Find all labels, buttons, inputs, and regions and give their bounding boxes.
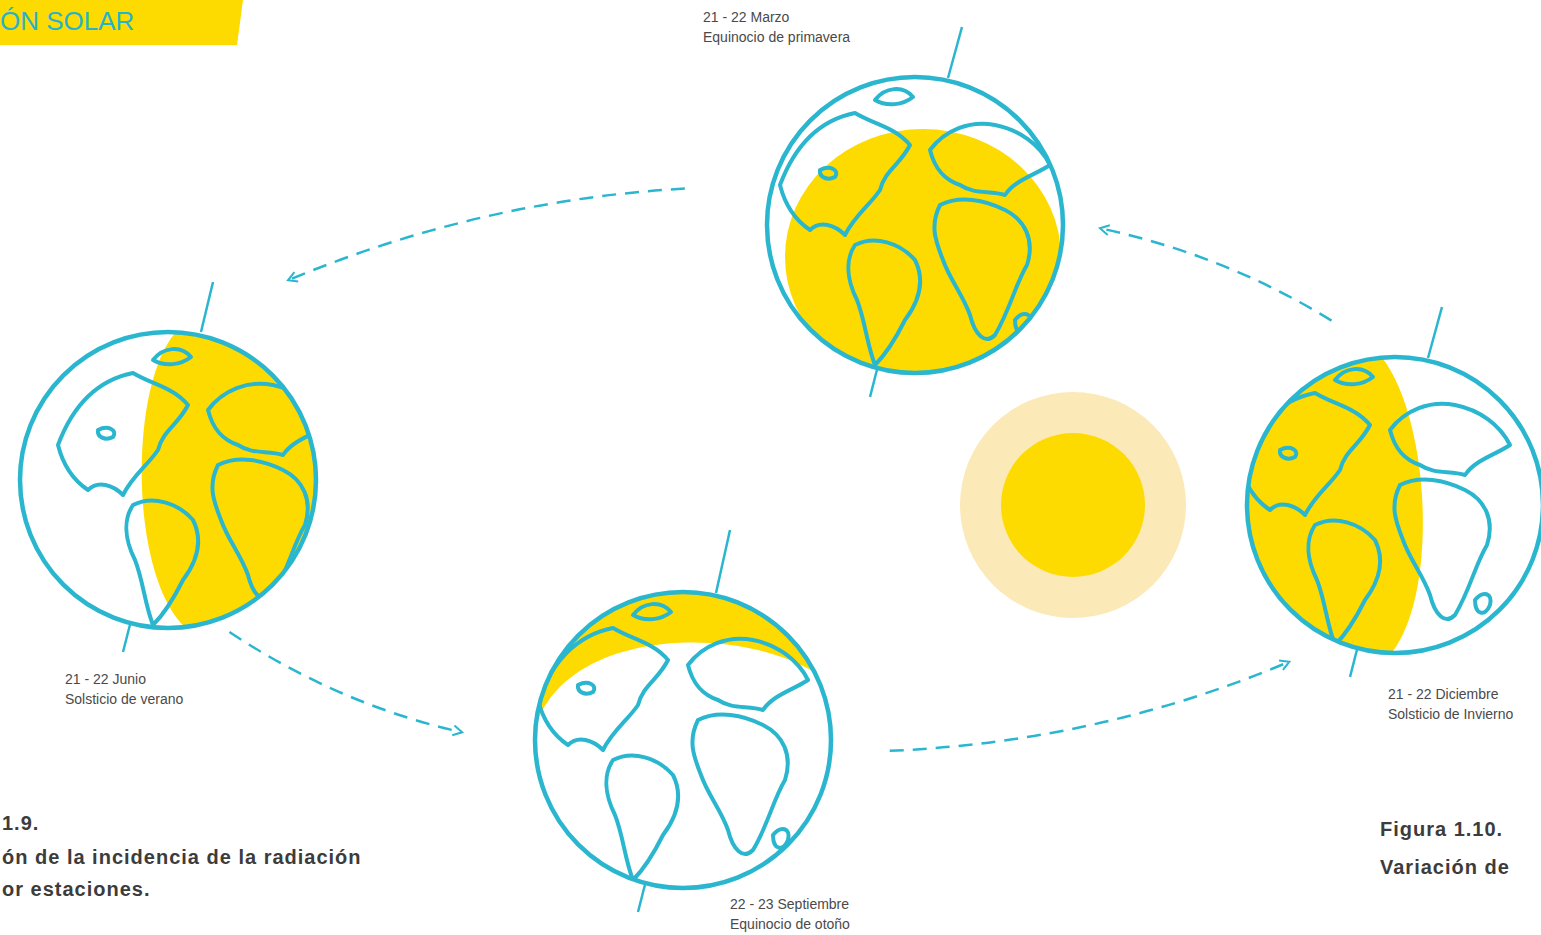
- season-label: Equinocio de otoño: [730, 915, 850, 933]
- globe-node: 21 - 22 MarzoEquinocio de primavera: [767, 77, 1063, 373]
- globe-node: 21 - 22 DiciembreSolsticio de Invierno: [1247, 357, 1541, 653]
- date-label: 21 - 22 Junio: [65, 670, 146, 688]
- date-label: 22 - 23 Septiembre: [730, 895, 849, 913]
- season-label: Equinocio de primavera: [703, 28, 850, 46]
- caption-text: Variación de: [1380, 856, 1510, 879]
- caption-text: ón de la incidencia de la radiación: [2, 846, 362, 869]
- caption-text: Figura 1.10.: [1380, 818, 1503, 841]
- caption-text: 1.9.: [2, 812, 39, 835]
- orbit-arrow: [229, 632, 462, 732]
- orbit-arrow: [1100, 228, 1332, 320]
- season-label: Solsticio de verano: [65, 690, 183, 708]
- orbit-arrow: [890, 662, 1290, 751]
- caption-text: or estaciones.: [2, 878, 151, 901]
- season-label: Solsticio de Invierno: [1388, 705, 1513, 723]
- date-label: 21 - 22 Diciembre: [1388, 685, 1499, 703]
- globe-node: 22 - 23 SeptiembreEquinocio de otoño: [535, 592, 831, 888]
- section-title: ÓN SOLAR: [0, 6, 134, 37]
- orbit-arrow: [288, 189, 685, 281]
- date-label: 21 - 22 Marzo: [703, 8, 789, 26]
- globe-node: 21 - 22 JunioSolsticio de verano: [20, 332, 316, 628]
